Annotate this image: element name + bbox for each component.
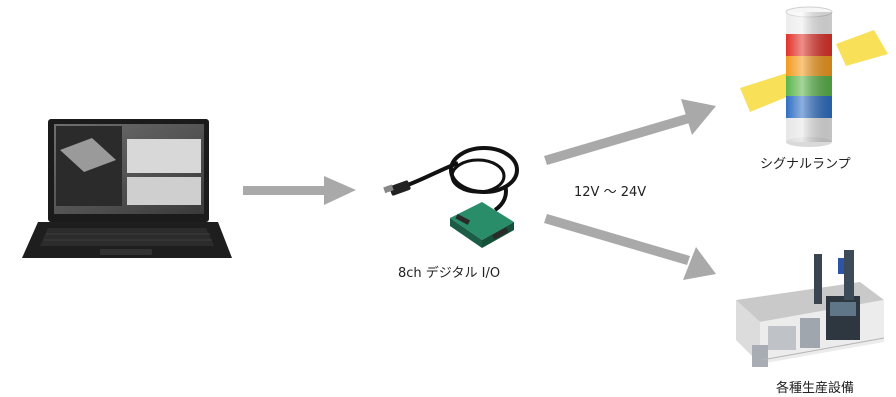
laptop-icon [22,119,232,258]
production-equipment-label: 各種生産設備 [776,381,855,396]
voltage-label: 12V 〜 24V [574,185,647,200]
usb-io-device-icon [383,146,519,248]
signal-lamp-icon [740,6,888,147]
production-machine-icon [736,250,885,367]
arrow-io-to-machine [544,214,716,280]
arrow-laptop-to-io [243,176,356,205]
arrow-io-to-signal-lamp [544,99,716,165]
signal-lamp-label: シグナルランプ [760,157,851,172]
io-device-label: 8ch デジタル I/O [398,266,501,281]
